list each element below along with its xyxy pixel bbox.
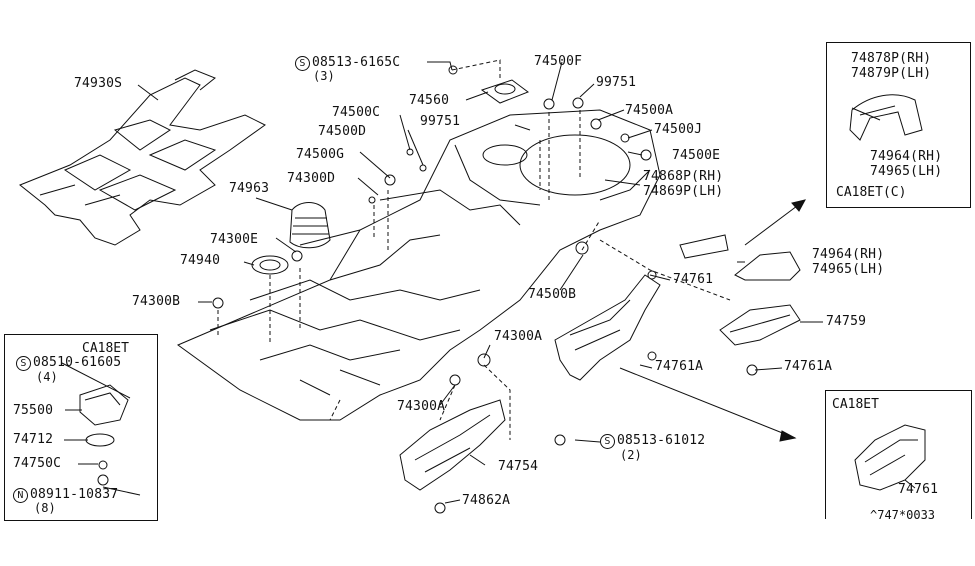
label-74750c: 74750C — [13, 456, 62, 471]
label-74500e: 74500E — [672, 148, 721, 163]
inset-bottom-right-title: CA18ET — [832, 397, 879, 412]
inset-left-title: CA18ET — [82, 341, 129, 356]
label-74879p: 74879P(LH) — [851, 66, 932, 81]
label-74560: 74560 — [409, 93, 450, 108]
label-74964: 74964(RH) — [812, 247, 885, 262]
label-99751b: 99751 — [420, 114, 461, 129]
s-symbol-icon: S — [600, 434, 615, 449]
part-74761-inset — [854, 424, 926, 491]
label-74964-inset: 74964(RH) — [870, 149, 943, 164]
label-75500: 75500 — [13, 403, 54, 418]
label-74500c: 74500C — [332, 105, 381, 120]
s-symbol-icon: S — [16, 356, 31, 371]
part-74964 — [734, 251, 801, 281]
part-75500 — [79, 384, 129, 426]
qty-08911-10837: (8) — [34, 501, 56, 515]
part-74878p — [849, 94, 923, 141]
label-74300a: 74300A — [494, 329, 543, 344]
label-74869p: 74869P(LH) — [643, 184, 724, 199]
part-74560 — [480, 79, 530, 104]
label-74500a: 74500A — [625, 103, 674, 118]
label-74761a-2: 74761A — [784, 359, 833, 374]
qty-08510-61605: (4) — [36, 370, 58, 384]
label-74300b: 74300B — [132, 294, 181, 309]
label-99751a: 99751 — [596, 75, 637, 90]
n-symbol-icon: N — [13, 488, 28, 503]
label-74500g: 74500G — [296, 147, 345, 162]
fasteners — [97, 65, 758, 514]
label-74868p: 74868P(RH) — [643, 169, 724, 184]
label-74759: 74759 — [826, 314, 867, 329]
inset-bottom-right-box — [825, 390, 972, 519]
inset-top-right-title: CA18ET(C) — [836, 185, 907, 200]
inset-top-right-box — [826, 42, 971, 208]
label-74500j: 74500J — [654, 122, 703, 137]
qty-08513-61012: (2) — [620, 448, 642, 462]
label-74754: 74754 — [498, 459, 539, 474]
label-74862a: 74862A — [462, 493, 511, 508]
part-74868p — [679, 234, 729, 259]
label-74965-inset: 74965(LH) — [870, 164, 943, 179]
label-74878p: 74878P(RH) — [851, 51, 932, 66]
label-74300a-2: 74300A — [397, 399, 446, 414]
label-74300e: 74300E — [210, 232, 259, 247]
qty-08513-6165c: (3) — [313, 69, 335, 83]
inset-left-box — [4, 334, 158, 521]
label-74963: 74963 — [229, 181, 270, 196]
floor-mat-74930s — [19, 69, 266, 246]
label-74500f: 74500F — [534, 54, 583, 69]
part-74940 — [251, 255, 289, 275]
boot-74963 — [289, 202, 331, 249]
label-74761-inset: 74761 — [898, 482, 939, 497]
label-74930s: 74930S — [74, 76, 123, 91]
heat-shield-74759 — [719, 304, 801, 346]
diagram-code: ^747*0033 — [870, 508, 936, 522]
label-74500b: 74500B — [528, 287, 577, 302]
label-74761: 74761 — [673, 272, 714, 287]
heat-shield-74754 — [399, 399, 506, 491]
label-74965: 74965(LH) — [812, 262, 885, 277]
heat-shield-74761 — [554, 274, 661, 381]
label-74300d: 74300D — [287, 171, 336, 186]
s-symbol-icon: S — [295, 56, 310, 71]
label-74712: 74712 — [13, 432, 54, 447]
label-74761a-1: 74761A — [655, 359, 704, 374]
label-74940: 74940 — [180, 253, 221, 268]
label-74500d: 74500D — [318, 124, 367, 139]
